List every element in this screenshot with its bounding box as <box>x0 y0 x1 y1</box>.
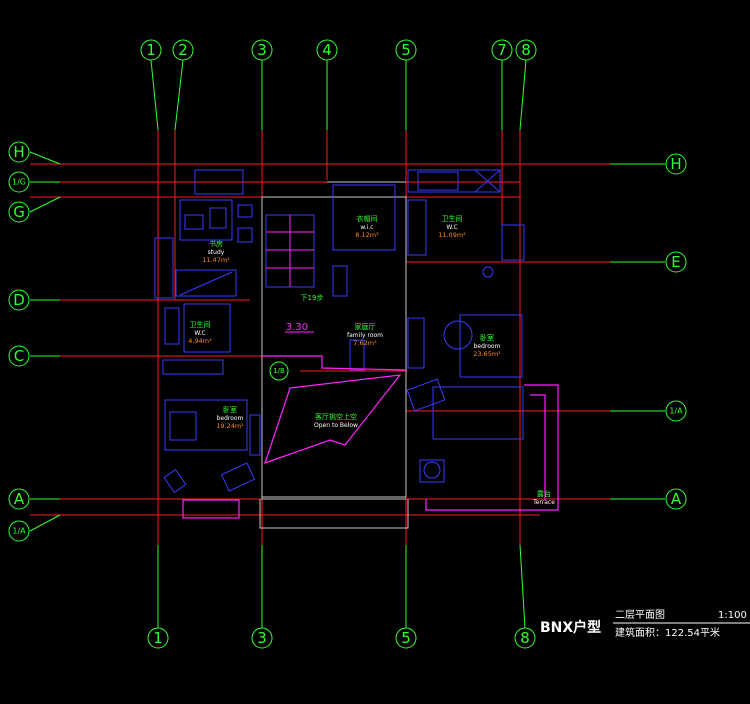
axis-bubble-vertical-top-3: 4 <box>316 39 338 61</box>
axis-label: 5 <box>401 629 411 647</box>
axis-label: 7 <box>497 41 507 59</box>
axis-bubble-vertical-top-2: 3 <box>251 39 273 61</box>
axis-label: 1/G <box>12 178 26 187</box>
room-area: 11.47m² <box>202 256 230 264</box>
axis-label: H <box>13 143 24 161</box>
room-name: 卧室 <box>480 333 494 342</box>
axis-bubble-horizontal-right-2: 1/A <box>665 400 687 422</box>
axis-bubble-vertical-bottom-0: 1 <box>147 627 169 649</box>
axis-bubble-vertical-bottom-3: 8 <box>514 627 536 649</box>
axis-label: 3 <box>257 629 267 647</box>
axis-label: 3 <box>257 41 267 59</box>
axis-label: 8 <box>521 41 531 59</box>
walls <box>259 181 409 529</box>
axis-bubble-vertical-top-1: 2 <box>172 39 194 61</box>
room-area: 7.62m² <box>353 339 377 347</box>
axis-bubble-horizontal-left-6: 1/A <box>8 520 30 542</box>
room-name: 客厅挑空上空 <box>315 412 357 421</box>
room-name: 卫生间 <box>190 320 211 329</box>
axis-bubble-vertical-bottom-2: 5 <box>395 627 417 649</box>
axis-label: 8 <box>520 629 530 647</box>
stair-annotation: 下19步 <box>301 294 324 302</box>
room-name: 衣帽间 <box>357 214 378 223</box>
axis-label: C <box>14 347 24 365</box>
axis-bubble-horizontal-left-1: 1/G <box>8 171 30 193</box>
furniture <box>154 169 525 494</box>
axis-label: D <box>13 291 25 309</box>
area-label: 建筑面积：122.54平米 <box>615 626 720 639</box>
room-english-name: Terrace <box>532 499 555 506</box>
axis-label: H <box>670 155 681 173</box>
room-english-name: bedroom <box>474 343 501 350</box>
room-area: 11.09m² <box>438 231 466 239</box>
axis-label: 1 <box>153 629 163 647</box>
axis-label: 1/B <box>273 367 285 375</box>
room-english-name: w.i.c <box>360 224 373 231</box>
room-name: 书房 <box>209 239 223 248</box>
room-area: 8.12m² <box>355 231 379 239</box>
axis-bubble-horizontal-left-2: G <box>8 201 30 223</box>
room-area: 19.24m² <box>216 422 244 430</box>
axis-bubble-horizontal-right-1: E <box>665 251 687 273</box>
room-name: 卫生间 <box>442 214 463 223</box>
axis-label: 1/A <box>669 407 683 416</box>
room-english-name: W.C <box>446 224 457 231</box>
axis-bubble-vertical-top-4: 5 <box>395 39 417 61</box>
axis-bubble-horizontal-left-3: D <box>8 289 30 311</box>
axis-label: A <box>14 490 25 508</box>
room-area: 23.65m² <box>473 350 501 358</box>
room-english-name: Open to Below <box>314 422 358 429</box>
room-english-name: bedroom <box>217 415 244 422</box>
axis-bubble-vertical-top-6: 8 <box>515 39 537 61</box>
room-english-name: study <box>208 249 225 256</box>
plan-scale: 1:100 <box>718 610 747 621</box>
axis-bubble-horizontal-right-0: H <box>665 153 687 175</box>
level-annotation: 3.30 <box>286 322 308 333</box>
axis-label: 2 <box>178 41 188 59</box>
axis-label: 1 <box>146 41 156 59</box>
axis-label: 1/A <box>12 527 26 536</box>
axis-label: A <box>671 490 682 508</box>
room-english-name: W.C <box>194 330 205 337</box>
accent-lines <box>182 355 559 519</box>
plan-name: 二层平面图 <box>615 609 665 621</box>
axis-label: 4 <box>322 41 332 59</box>
axis-bubble-horizontal-left-0: H <box>8 141 30 163</box>
axis-bubble-horizontal-right-3: A <box>665 488 687 510</box>
axis-bubble-vertical-top-5: 7 <box>491 39 513 61</box>
axis-bubble-interior-0: 1/B <box>269 361 289 381</box>
axis-label: E <box>671 253 680 271</box>
axis-bubble-horizontal-left-4: C <box>8 345 30 367</box>
room-labels: 书房study11.47m²衣帽间w.i.c8.12m²卫生间W.C11.09m… <box>188 214 555 506</box>
axis-label: 5 <box>401 41 411 59</box>
room-name: 家庭厅 <box>355 322 376 331</box>
room-name: 露台 <box>537 489 551 498</box>
room-name: 卧室 <box>223 405 237 414</box>
axis-bubble-horizontal-left-5: A <box>8 488 30 510</box>
axis-label: G <box>13 203 25 221</box>
room-area: 4.94m² <box>188 337 212 345</box>
room-english-name: family room <box>347 332 383 339</box>
axis-bubble-vertical-top-0: 1 <box>140 39 162 61</box>
axis-bubble-vertical-bottom-1: 3 <box>251 627 273 649</box>
axis-extension-lines <box>29 59 665 629</box>
model-title: BNX户型 <box>540 619 601 636</box>
